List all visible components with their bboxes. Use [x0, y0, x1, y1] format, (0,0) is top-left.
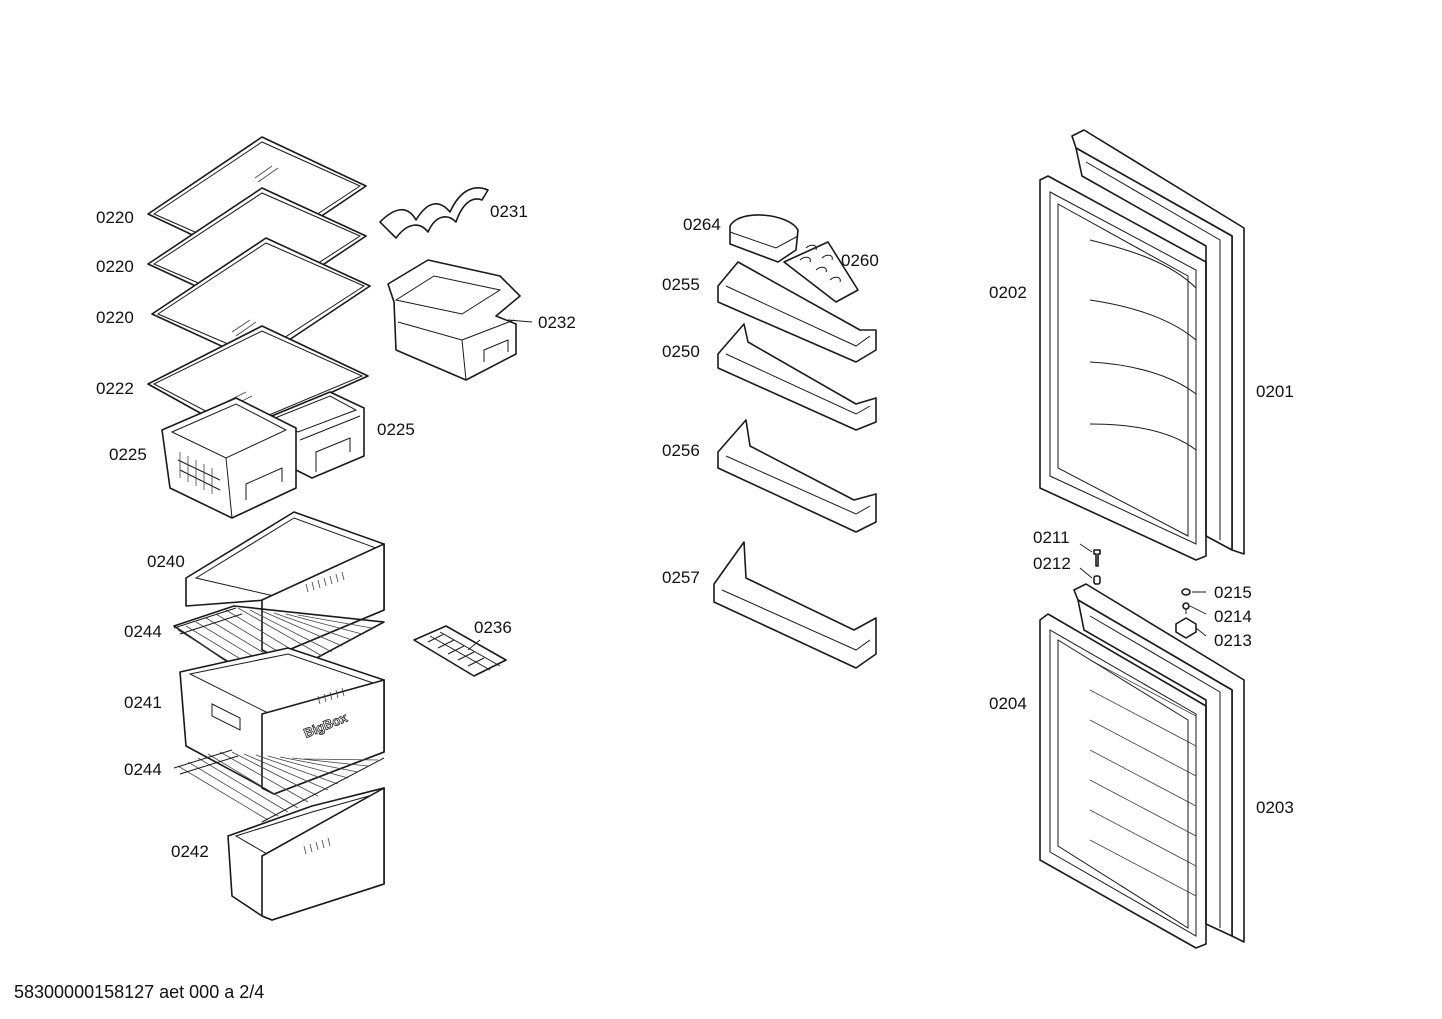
- label-0244-b: 0244: [124, 760, 162, 779]
- label-0236: 0236: [474, 618, 512, 637]
- door-bin-0250: [717, 323, 877, 431]
- label-0202: 0202: [989, 283, 1027, 302]
- fridge-door-0201: [1071, 129, 1245, 555]
- bottle-rack-0231: [379, 187, 489, 239]
- hinge-block-0213: [1175, 617, 1197, 639]
- ice-cube-tray-0236: [413, 625, 507, 677]
- door-bin-0255: [717, 261, 877, 363]
- label-0257: 0257: [662, 568, 700, 587]
- wire-shelf-0244-lower: [173, 749, 385, 823]
- butter-lid-0264: [729, 214, 799, 263]
- leader-lines: [467, 319, 1207, 651]
- label-0232: 0232: [538, 313, 576, 332]
- label-0240: 0240: [147, 552, 185, 571]
- screw-0214: [1182, 602, 1190, 614]
- dairy-box-0232: [387, 259, 521, 381]
- label-0214: 0214: [1214, 607, 1252, 626]
- washer-0215: [1181, 588, 1191, 596]
- label-0220-c: 0220: [96, 308, 134, 327]
- label-0201: 0201: [1256, 382, 1294, 401]
- freezer-gasket-0204: [1039, 613, 1207, 949]
- document-reference-footer: 58300000158127 aet 000 a 2/4: [14, 982, 264, 1002]
- bushing-0212: [1093, 575, 1101, 585]
- label-0241: 0241: [124, 693, 162, 712]
- label-0211: 0211: [1033, 528, 1070, 547]
- label-0250: 0250: [662, 342, 700, 361]
- label-0260: 0260: [841, 251, 879, 270]
- label-0231: 0231: [490, 202, 528, 221]
- label-0204: 0204: [989, 694, 1027, 713]
- door-bin-0256: [717, 419, 877, 533]
- label-0264: 0264: [683, 215, 721, 234]
- label-0225-a: 0225: [109, 445, 147, 464]
- label-0242: 0242: [171, 842, 209, 861]
- door-gasket-0202: [1039, 175, 1207, 561]
- label-0215: 0215: [1214, 583, 1252, 602]
- label-0213: 0213: [1214, 631, 1252, 650]
- freezer-door-0203: [1073, 583, 1245, 943]
- label-0225-b: 0225: [377, 420, 415, 439]
- screw-0211: [1093, 549, 1101, 567]
- drawer-0240: [185, 511, 385, 657]
- label-0255: 0255: [662, 275, 700, 294]
- label-0244-a: 0244: [124, 622, 162, 641]
- label-0222: 0222: [96, 379, 134, 398]
- crisper-box-0225-left: [161, 397, 297, 519]
- label-0203: 0203: [1256, 798, 1294, 817]
- egg-tray-0260: [783, 241, 859, 303]
- label-0220-a: 0220: [96, 208, 134, 227]
- label-0256: 0256: [662, 441, 700, 460]
- drawer-0241-bigbox: BigBox: [179, 647, 385, 795]
- door-bin-0257: [713, 541, 877, 669]
- drawer-0242: [227, 787, 385, 921]
- label-0220-b: 0220: [96, 257, 134, 276]
- label-0212: 0212: [1033, 554, 1071, 573]
